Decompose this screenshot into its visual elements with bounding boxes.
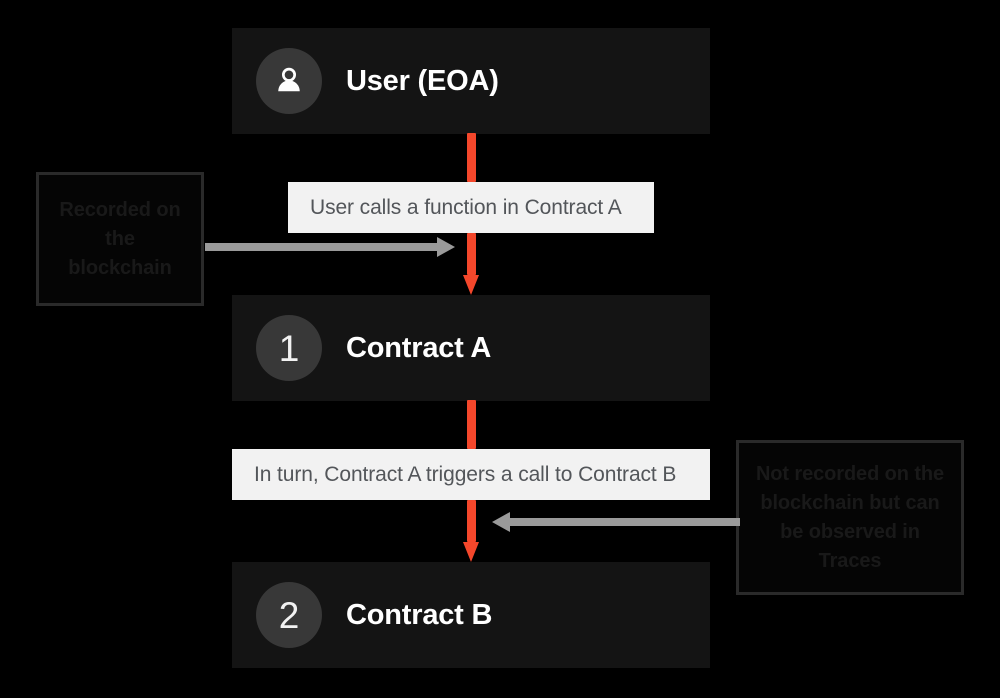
node-label-contract-b: Contract B — [346, 598, 493, 631]
arrow-shaft — [467, 400, 476, 449]
annotation-text: Recorded on the blockchain — [59, 198, 181, 279]
annotation-not-recorded-traces: Not recorded on the blockchain but can b… — [736, 440, 964, 595]
flow-arrow-to-contract-b — [463, 500, 480, 562]
node-card-contract-b[interactable]: 2 Contract B — [232, 562, 710, 668]
annotation-connector-right — [492, 512, 740, 532]
annotation-connector-left — [205, 237, 455, 257]
flow-arrow-to-contract-a — [463, 233, 480, 295]
arrow-shaft — [467, 500, 476, 542]
arrow-head-down-icon — [463, 275, 479, 295]
arrow-shaft — [467, 233, 476, 275]
caption-text: In turn, Contract A triggers a call to C… — [254, 462, 677, 486]
caption-text: User calls a function in Contract A — [310, 195, 622, 219]
flow-arrow-user-to-caption — [463, 133, 480, 182]
step-number-2: 2 — [278, 594, 300, 636]
node-label-user: User (EOA) — [346, 64, 499, 97]
node-card-user[interactable]: User (EOA) — [232, 28, 710, 134]
caption-user-calls-contract-a: User calls a function in Contract A — [288, 182, 654, 233]
node-label-contract-a: Contract A — [346, 331, 492, 364]
step-number-badge-1: 1 — [256, 315, 322, 381]
person-icon — [272, 64, 306, 98]
arrow-head-down-icon — [463, 542, 479, 562]
step-number-badge-2: 2 — [256, 582, 322, 648]
node-card-contract-a[interactable]: 1 Contract A — [232, 295, 710, 401]
arrow-shaft — [467, 133, 476, 182]
flow-arrow-contract-a-to-caption — [463, 400, 480, 449]
avatar-badge — [256, 48, 322, 114]
connector-shaft — [510, 518, 740, 526]
arrow-head-right-icon — [437, 237, 455, 257]
caption-contract-a-triggers-contract-b: In turn, Contract A triggers a call to C… — [232, 449, 710, 500]
arrow-head-left-icon — [492, 512, 510, 532]
annotation-recorded-on-blockchain: Recorded on the blockchain — [36, 172, 204, 306]
connector-shaft — [205, 243, 437, 251]
step-number-1: 1 — [278, 327, 300, 369]
annotation-text: Not recorded on the blockchain but can b… — [755, 462, 945, 572]
